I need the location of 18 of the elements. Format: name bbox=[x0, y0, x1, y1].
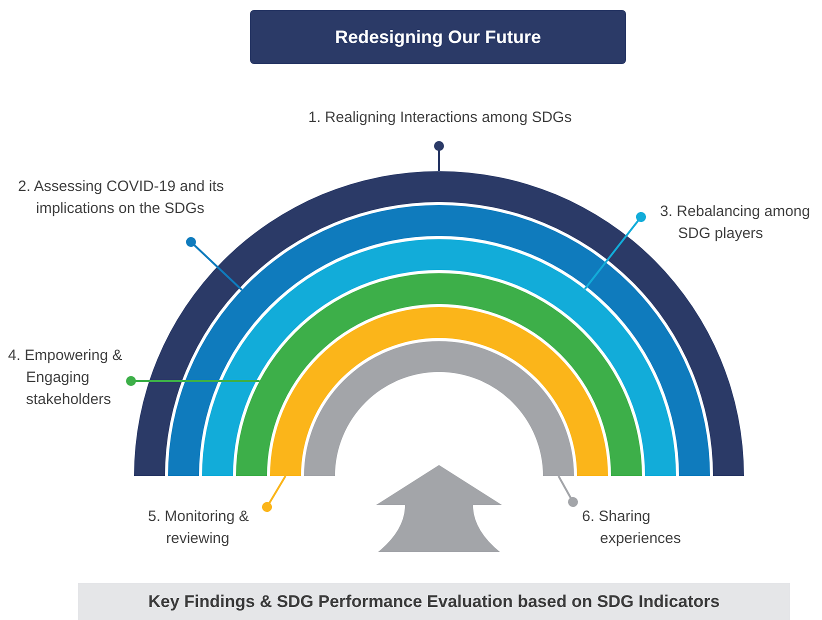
label-text: 3. Rebalancing among SDG players bbox=[660, 201, 822, 245]
rainbow-arc bbox=[236, 273, 642, 476]
leader-line bbox=[126, 376, 260, 386]
label-text: 4. Empowering & Engaging stakeholders bbox=[8, 345, 138, 411]
label-text: 6. Sharing experiences bbox=[582, 506, 702, 550]
leader-line bbox=[584, 212, 646, 290]
footer-banner: Key Findings & SDG Performance Evaluation based on SDG Indicators bbox=[78, 583, 790, 620]
title-banner: Redesigning Our Future bbox=[250, 10, 626, 64]
label-text: 5. Monitoring & reviewing bbox=[148, 506, 268, 550]
label-text: 2. Assessing COVID-19 and its implications on the SDGs bbox=[18, 176, 258, 220]
leader-line bbox=[558, 476, 578, 507]
leader-line bbox=[186, 237, 243, 291]
rainbow-arc bbox=[202, 239, 676, 476]
rainbow-arc bbox=[270, 307, 608, 476]
leader-line bbox=[262, 475, 286, 512]
leader-line bbox=[434, 141, 444, 171]
label-text: 1. Realigning Interactions among SDGs bbox=[290, 107, 590, 129]
rainbow-arc bbox=[304, 341, 574, 476]
